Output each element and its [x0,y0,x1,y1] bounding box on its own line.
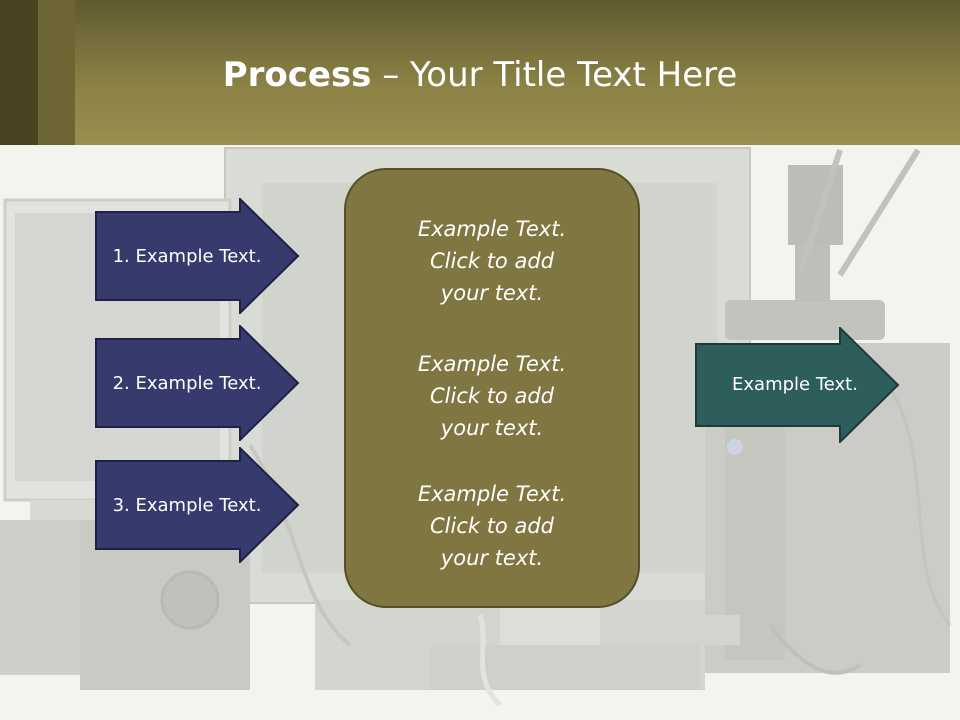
center-process-box[interactable]: Example Text. Click to add your text. Ex… [344,168,640,608]
header-accent-dark [0,0,38,145]
left-arrow-1[interactable] [95,198,300,314]
center-item-2[interactable]: Example Text. Click to add your text. [417,352,567,440]
left-arrow-3-label: 3. Example Text. [112,494,262,516]
title-rest: – Your Title Text Here [371,55,738,95]
title-bold: Process [222,55,372,95]
center-item-1[interactable]: Example Text. Click to add your text. [417,217,567,305]
center-item-3[interactable]: Example Text. Click to add your text. [417,482,567,570]
header-band: Process – Your Title Text Here [0,0,960,145]
left-arrow-3[interactable] [95,447,300,563]
slide-title[interactable]: Process – Your Title Text Here [0,55,960,95]
right-arrow-label: Example Text. [732,373,858,395]
left-arrow-1-label: 1. Example Text. [112,245,262,267]
left-arrow-2[interactable] [95,325,300,441]
right-arrow[interactable] [695,327,900,443]
header-accent-mid [38,0,75,145]
left-arrow-2-label: 2. Example Text. [112,372,262,394]
